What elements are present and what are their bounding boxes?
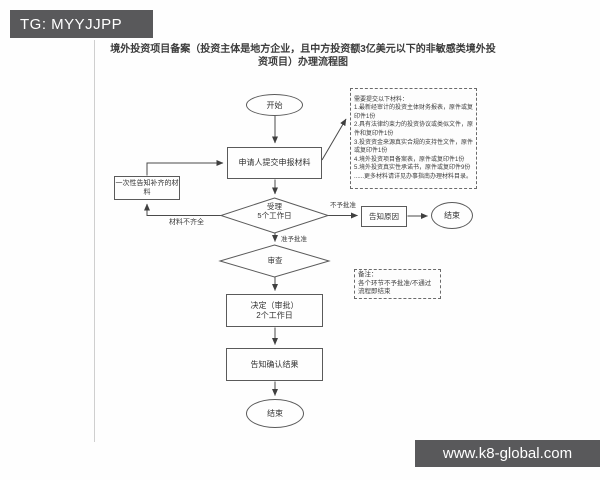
edge-label-approved: 准予批准	[281, 236, 307, 243]
accept-decision-label-line2: 5个工作日	[257, 211, 292, 220]
supplement-notice-node: 一次性告知补齐的材料	[114, 176, 180, 200]
review-decision-node: 审查	[240, 256, 310, 265]
start-node: 开始	[246, 94, 303, 116]
start-node-label: 开始	[266, 100, 283, 110]
page-title-line2: 资项目）办理流程图	[258, 57, 348, 68]
inform-result-label: 告知确认结果	[250, 359, 299, 369]
page-title-line1: 境外投资项目备案（投资主体是地方企业，且中方投资额3亿美元以下的非敏感类境外投	[110, 44, 496, 55]
tg-watermark-text: TG: MYYJJPP	[20, 15, 123, 33]
page-title: 境外投资项目备案（投资主体是地方企业，且中方投资额3亿美元以下的非敏感类境外投 …	[93, 43, 513, 69]
decision-approval-label: 决定（审批） 2个工作日	[250, 300, 299, 320]
end-node-right-label: 结束	[444, 211, 460, 220]
end-node-bottom-label: 结束	[267, 409, 283, 418]
notify-reason-node: 告知原因	[361, 206, 407, 227]
remark-note-text: 备注： 各个环节不予批准/不通过流程即结束	[358, 270, 432, 296]
end-node-right: 结束	[431, 202, 473, 229]
decision-approval-node: 决定（审批） 2个工作日	[226, 294, 323, 327]
edge-accept-to-supplement	[144, 203, 221, 216]
materials-note-text: 需要提交以下材料： 1.最新经审计的投资主体财务报表，原件或复印件1份 2.具有…	[354, 96, 474, 180]
accept-decision-label-line1: 受理	[267, 202, 282, 211]
supplement-notice-label: 一次性告知补齐的材料	[115, 180, 179, 196]
site-watermark-text: www.k8-global.com	[442, 445, 573, 462]
edge-supplement-to-submit	[146, 160, 224, 176]
review-decision-label: 审查	[267, 256, 283, 265]
edge-label-materials-incomplete: 材料不齐全	[169, 219, 204, 226]
submit-materials-node: 申请人提交申报材料	[227, 147, 322, 179]
submit-materials-label: 申请人提交申报材料	[238, 158, 311, 167]
notify-reason-label: 告知原因	[369, 211, 399, 221]
tg-watermark-badge: TG: MYYJJPP	[10, 10, 153, 38]
end-node-bottom: 结束	[246, 399, 304, 428]
inform-result-node: 告知确认结果	[226, 348, 323, 381]
edge-submit-to-materials	[321, 118, 347, 161]
site-watermark-badge: www.k8-global.com	[415, 440, 600, 467]
accept-decision-node: 受理 5个工作日	[227, 202, 322, 220]
materials-note-box: 需要提交以下材料： 1.最新经审计的投资主体财务报表，原件或复印件1份 2.具有…	[350, 88, 477, 189]
edge-label-not-approved: 不予批准	[330, 202, 356, 209]
remark-note-box: 备注： 各个环节不予批准/不通过流程即结束	[354, 269, 441, 299]
page-left-border	[94, 40, 95, 442]
